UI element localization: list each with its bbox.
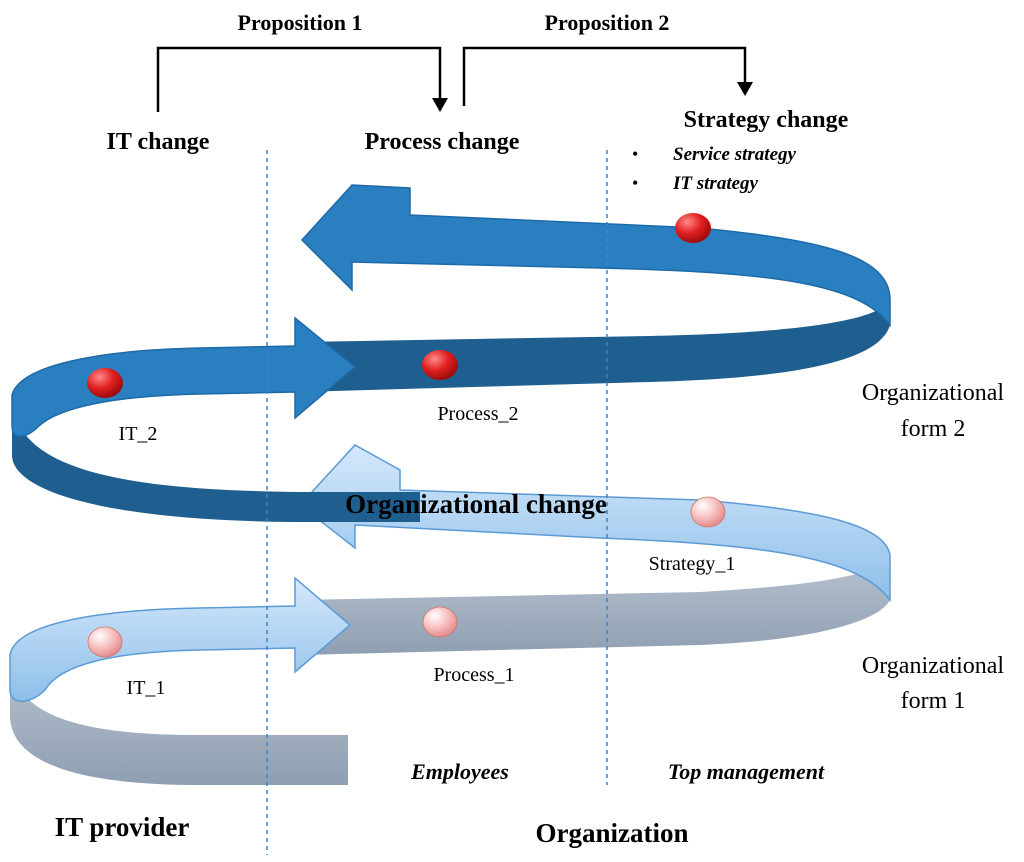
bullet-dot: • [632, 144, 638, 164]
process-2-label: Process_2 [437, 403, 518, 425]
form-2-band-front [11, 316, 357, 437]
strategy-1-node [690, 496, 726, 528]
form-2-label-line-1: Organizational [862, 380, 1005, 406]
form-2-top-arrow [300, 184, 891, 328]
it-1-label: IT_1 [127, 677, 166, 699]
organization-label: Organization [536, 818, 689, 848]
form-1-band-front [9, 576, 352, 702]
strategy-1-label: Strategy_1 [649, 553, 736, 575]
process-change-heading: Process change [365, 129, 520, 155]
organizational-change-arrow [298, 444, 891, 603]
proposition-2-arrowhead [737, 82, 753, 96]
form-2-label-line-2: form 2 [901, 416, 966, 442]
strategy-2-label: Strategy_2 [650, 290, 737, 312]
it-change-heading: IT change [107, 129, 210, 155]
form-1-label-line-1: Organizational [862, 653, 1005, 679]
it-provider-label: IT provider [55, 812, 190, 842]
form-2-band-middle [300, 300, 890, 392]
form-1-label-line-2: form 1 [901, 688, 966, 714]
it-1-node [87, 626, 123, 658]
proposition-1-label: Proposition 1 [238, 10, 363, 35]
employees-label: Employees [410, 759, 509, 784]
proposition-2-bracket [462, 46, 747, 106]
form-1-band-middle [300, 555, 890, 655]
proposition-1-bracket [156, 46, 442, 112]
proposition-1-arrowhead [432, 98, 448, 112]
organizational-change-label: Organizational change [345, 489, 607, 519]
it-strategy-bullet: IT strategy [672, 173, 759, 194]
process-1-label: Process_1 [433, 664, 514, 686]
bullet-dot: • [632, 173, 638, 193]
it-2-label: IT_2 [119, 423, 158, 445]
proposition-2-label: Proposition 2 [545, 10, 670, 35]
form-1-band-back [10, 655, 348, 785]
strategy-2-node [675, 213, 711, 243]
form-2-band-back [12, 395, 420, 522]
strategy-change-heading: Strategy change [684, 107, 849, 133]
process-2-node [422, 350, 458, 380]
top-management-label: Top management [668, 759, 825, 784]
service-strategy-bullet: Service strategy [673, 144, 797, 165]
process-1-node [422, 606, 458, 638]
it-2-node [87, 368, 123, 398]
